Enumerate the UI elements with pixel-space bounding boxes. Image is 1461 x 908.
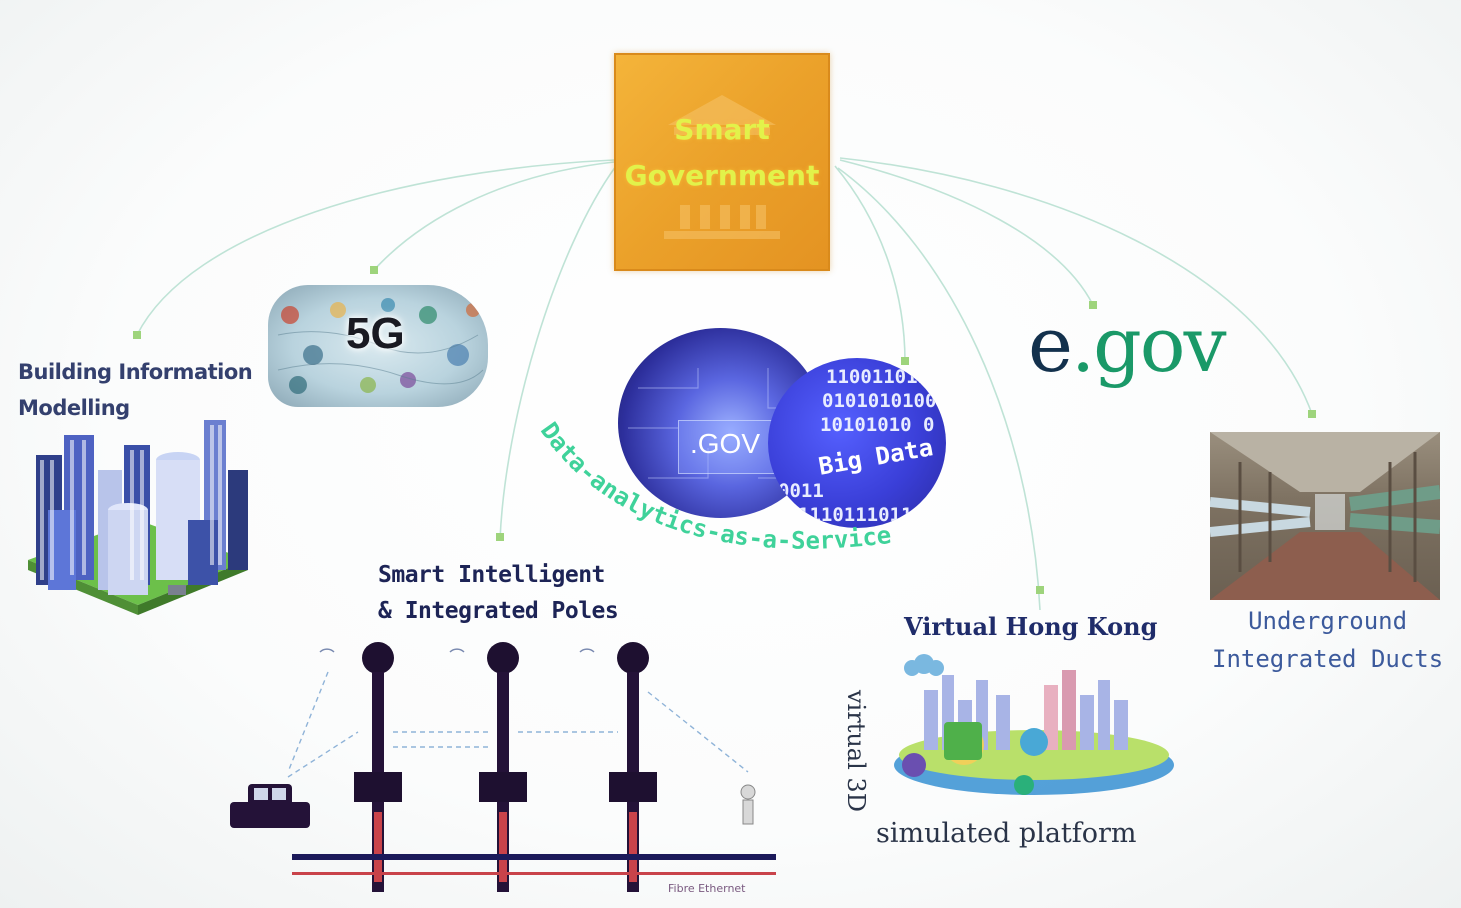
connector-5g — [373, 161, 615, 271]
5g-label: 5G — [346, 309, 405, 358]
node-dot-poles — [496, 533, 504, 541]
connector-poles — [499, 165, 617, 541]
pole-2 — [479, 642, 527, 892]
hub-title: Smart Government — [616, 107, 828, 199]
simulated-platform-label: simulated platform — [876, 818, 1137, 849]
binary-row-4: 0011 — [778, 480, 824, 502]
government-building-icon — [664, 95, 780, 239]
egov-logo: e.gov — [1028, 300, 1227, 389]
node-dot-bigdata — [901, 357, 909, 365]
bim-label: Building Information Modelling — [18, 354, 253, 426]
poles-label-line1: Smart Intelligent — [378, 562, 605, 588]
binary-row-1: 110011011 — [826, 366, 929, 388]
svg-text:Data-analytics-as-a-Service: Data-analytics-as-a-Service — [535, 417, 893, 554]
big-data-image: .GOV 110011011 0101010100 10101010 0 001… — [618, 323, 948, 528]
bim-label-line2: Modelling — [18, 396, 130, 420]
gov-label: .GOV — [690, 428, 761, 459]
node-dot-5g — [370, 266, 378, 274]
smart-poles-illustration — [230, 642, 776, 892]
node-dot-vhk — [1036, 586, 1044, 594]
connector-bigdata — [834, 165, 906, 363]
service-text: Data-analytics-as-a-Service — [535, 417, 893, 554]
node-dot-ducts — [1308, 410, 1316, 418]
car-icon — [230, 784, 310, 828]
ducts-label: Underground Integrated Ducts — [1212, 602, 1443, 678]
hub-title-line1: Smart — [674, 113, 770, 146]
binary-circle: 110011011 0101010100 10101010 0 0011 111… — [768, 358, 946, 528]
wifi-icons — [319, 648, 595, 653]
virtual-3d-label: virtual 3D — [842, 690, 870, 812]
binary-row-2: 0101010100 — [822, 390, 937, 412]
connector-bim — [136, 159, 615, 336]
gov-badge — [678, 420, 780, 474]
ducts-label-line2: Integrated Ducts — [1212, 645, 1444, 673]
ducts-label-line1: Underground — [1248, 607, 1408, 635]
binary-row-3: 10101010 0 — [820, 414, 935, 436]
poles-label: Smart Intelligent & Integrated Poles — [378, 557, 619, 629]
egov-dot: . — [1070, 300, 1095, 389]
connector-vhk — [837, 167, 1041, 611]
node-dot-egov — [1089, 301, 1097, 309]
bim-label-line1: Building Information — [18, 360, 253, 384]
node-dot-bim — [133, 331, 141, 339]
binary-row-5: 1110111011 — [798, 504, 913, 526]
5g-cloud-image: 5G — [268, 285, 488, 407]
egov-e: e — [1028, 300, 1073, 389]
smart-government-hub: Smart Government — [614, 53, 830, 271]
pole-3 — [609, 642, 657, 892]
pole-1 — [354, 642, 402, 892]
underground-ducts-photo — [1210, 432, 1440, 600]
virtual-hk-illustration — [894, 654, 1174, 795]
person-icon — [740, 784, 756, 825]
poles-label-line2: & Integrated Poles — [378, 598, 619, 624]
cloud-icon — [904, 654, 944, 676]
egov-gov: gov — [1093, 300, 1226, 389]
data-analytics-service-label: Data-analytics-as-a-Service — [535, 417, 893, 554]
city-buildings-illustration — [28, 420, 248, 615]
fibre-ethernet-label: Fibre Ethernet — [668, 882, 746, 895]
hub-title-line2: Government — [624, 159, 820, 192]
connector-ducts — [839, 157, 1313, 415]
connector-egov — [839, 159, 1094, 306]
vhk-label: Virtual Hong Kong — [904, 612, 1158, 641]
5g-cloud-pattern — [277, 298, 484, 394]
tunnel-pipes — [1210, 432, 1440, 600]
